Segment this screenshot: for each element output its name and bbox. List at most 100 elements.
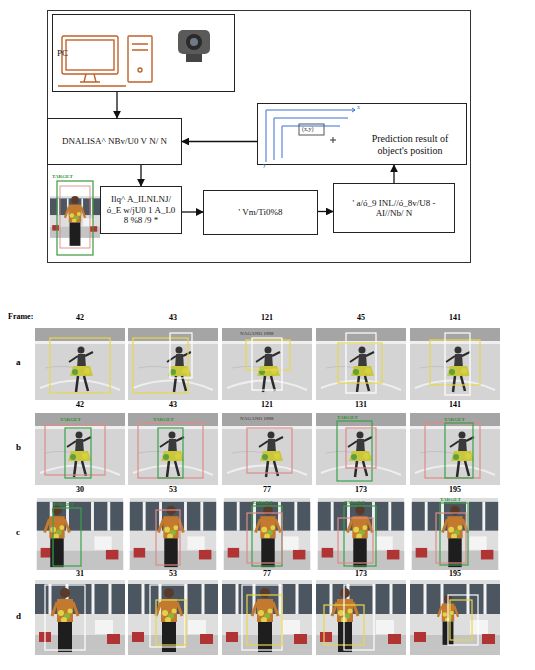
image-label: a — [16, 358, 21, 367]
frame-subject — [45, 506, 70, 567]
keyboard-line — [58, 85, 126, 86]
white-box — [344, 585, 374, 650]
image-label: TARGET — [444, 417, 465, 422]
frame-subject — [443, 506, 468, 567]
yellow-box — [133, 338, 188, 393]
frame-subject — [348, 506, 373, 567]
frame-number: 121 — [261, 401, 273, 409]
frame-number: 173 — [355, 486, 367, 494]
process-box: Prediction result of object's position — [257, 103, 467, 165]
frame-photo — [35, 413, 125, 485]
axis-line — [282, 126, 340, 158]
white-box — [445, 333, 470, 395]
white-box — [252, 338, 282, 390]
process-box: Ilq^ A_ILNLNJ/ó_E w/jU0 1 A_L0 8 %8 /9 * — [100, 186, 182, 234]
yellow-box — [450, 600, 472, 640]
frame-subject — [69, 347, 93, 393]
box-text: Prediction result of object's position — [358, 133, 462, 156]
monitor-stand — [80, 74, 100, 82]
box-text: ' Vm/Ti0%8 — [239, 207, 283, 217]
frame-photo — [222, 328, 312, 400]
tower-icon — [128, 36, 152, 82]
pink-box — [138, 423, 203, 478]
frame-photo — [318, 498, 404, 570]
frame-photo — [412, 498, 498, 570]
white-box — [346, 333, 376, 393]
image-label: NAGANO 1998 — [240, 416, 273, 421]
image-label: (x,y) — [302, 126, 314, 132]
image-label: b — [16, 443, 21, 452]
image-label: y — [263, 162, 266, 168]
green-box — [158, 428, 183, 478]
frame-photo — [128, 580, 218, 655]
monitor-icon — [62, 36, 118, 74]
frame-photo — [410, 328, 500, 400]
frame-subject — [350, 347, 374, 393]
green-box — [337, 421, 372, 481]
tower-slots — [132, 44, 148, 50]
frame-number: 195 — [449, 570, 461, 578]
frame-number: 141 — [449, 314, 461, 322]
flow-arrow — [393, 165, 394, 183]
frame-photo — [410, 580, 500, 655]
frame-photo — [222, 413, 312, 485]
pink-box — [156, 510, 180, 565]
coordinate-box — [299, 124, 324, 135]
axis-line — [274, 118, 348, 160]
white-box — [150, 585, 185, 647]
frame-number: 173 — [355, 570, 367, 578]
image-label: x — [357, 104, 360, 110]
frame-number: 77 — [263, 486, 271, 494]
process-box: DNALISA^ NBv/U0 V N/ N — [47, 118, 182, 165]
coordinate-graphic — [266, 108, 355, 162]
frame-subject — [332, 588, 358, 652]
frame-subject — [348, 432, 372, 478]
camera-lens — [186, 34, 202, 50]
frame-photo — [316, 328, 406, 400]
green-box — [65, 428, 91, 478]
image-label: TARGET — [337, 415, 358, 420]
box-text: DNALISA^ NBv/U0 V N/ N — [62, 136, 167, 146]
axis-head — [352, 108, 355, 112]
flow-arrow — [182, 141, 257, 142]
frame-number: 45 — [357, 314, 365, 322]
box-text: PC — [57, 48, 68, 58]
frame-subject — [67, 432, 91, 478]
image-label: c — [16, 528, 20, 537]
frame-number: 53 — [169, 486, 177, 494]
pink-box — [45, 425, 105, 475]
frame-number: 42 — [76, 401, 84, 409]
pink-box — [247, 428, 292, 473]
pink-box — [346, 428, 376, 468]
frame-photo — [35, 580, 125, 655]
process-box: ' Vm/Ti0%8 — [203, 190, 318, 235]
frame-subject — [167, 347, 191, 393]
frame-photo — [128, 328, 218, 400]
frame-number: 121 — [261, 314, 273, 322]
image-label: NAGANO 1998 — [240, 331, 273, 336]
frame-subject — [160, 432, 184, 478]
flow-arrow — [182, 211, 203, 212]
frame-subject — [450, 432, 474, 478]
process-box: PC — [52, 14, 235, 92]
flow-arrow — [116, 92, 117, 118]
image-label: TARGET — [153, 417, 174, 422]
skating-frames — [35, 328, 500, 485]
frame-photo — [128, 413, 218, 485]
frame-subject — [52, 588, 78, 652]
image-label: TARGET — [440, 497, 461, 502]
tracking-box — [60, 186, 90, 248]
yellow-box — [156, 600, 186, 645]
frame-number: 43 — [169, 314, 177, 322]
pink-box — [247, 513, 282, 563]
white-box — [45, 585, 85, 650]
frame-photo — [410, 413, 500, 485]
yellow-box — [430, 340, 480, 385]
green-box — [344, 506, 376, 566]
target-photo — [50, 181, 100, 255]
room-frames — [35, 498, 500, 655]
frame-photo — [224, 498, 310, 570]
image-label: TARGET — [53, 502, 74, 507]
frame-number: 141 — [449, 401, 461, 409]
